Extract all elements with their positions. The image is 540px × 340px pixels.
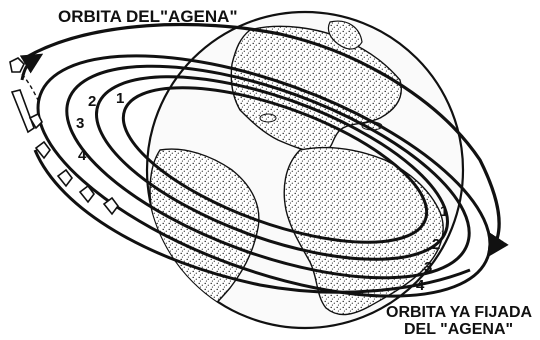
orbit-number-left-4: 4 bbox=[78, 147, 87, 164]
fixed-orbit-label-line1: ORBITA YA FIJADA bbox=[386, 304, 533, 321]
orbit-number-right-3: 3 bbox=[424, 259, 432, 276]
agena-orbit-label: ORBITA DEL"AGENA" bbox=[58, 7, 238, 26]
landmass-island bbox=[260, 114, 276, 122]
spacecraft-icon bbox=[58, 170, 72, 186]
spacecraft-icon bbox=[10, 58, 24, 72]
orbit-number-left-2: 2 bbox=[88, 93, 96, 110]
orbit-number-right-4: 4 bbox=[416, 277, 425, 294]
rocket-stage-icon bbox=[12, 90, 34, 132]
fixed-orbit-label-line2: DEL "AGENA" bbox=[404, 321, 513, 338]
orbit-number-left-1: 1 bbox=[116, 90, 124, 107]
orbit-number-left-3: 3 bbox=[76, 115, 84, 132]
orbit-number-right-1: 1 bbox=[440, 203, 448, 220]
spacecraft-dashed-link bbox=[22, 74, 38, 100]
orbit-number-right-2: 2 bbox=[432, 236, 440, 253]
